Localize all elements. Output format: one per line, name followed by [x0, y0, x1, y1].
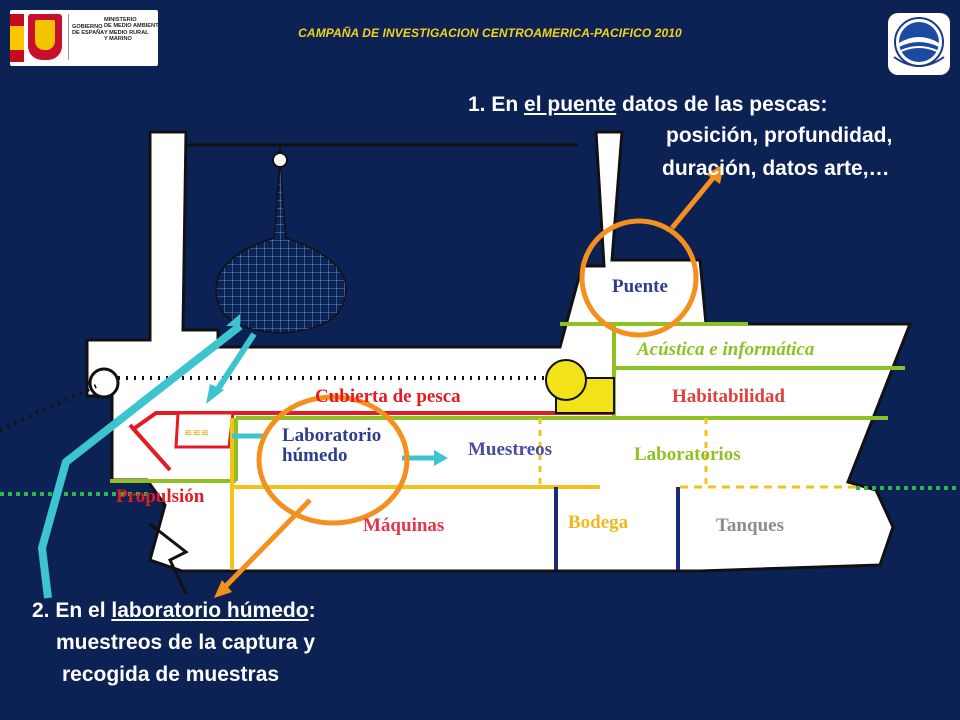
note-2-line-2: muestreos de la captura y [56, 631, 316, 654]
catch-path-arrow [38, 322, 243, 599]
rudder [149, 522, 189, 595]
coat-of-arms-inner-icon [35, 20, 55, 50]
fishing-deck-line [130, 411, 614, 432]
spain-flag-icon [10, 14, 24, 62]
lab-to-sampling-arrowhead [434, 450, 448, 466]
label-tanques: Tanques [716, 515, 784, 536]
label-muestreos: Muestreos [468, 439, 553, 460]
note-1-line-3: duración, datos arte,… [662, 157, 890, 180]
net-to-deck-arrow [213, 332, 257, 394]
wet-lab-note-arrow [220, 498, 312, 592]
note-1-underlined: el puente [524, 93, 617, 116]
ieo-logo [888, 13, 950, 75]
fish-hopper [174, 411, 235, 449]
label-laboratorio-humedo: Laboratorio húmedo [282, 425, 382, 466]
wet-lab-note-arrowhead [214, 580, 232, 598]
note-2-line-3: recogida de muestras [62, 663, 280, 686]
label-puente: Puente [612, 276, 668, 297]
net-to-deck-arrowhead [206, 384, 224, 404]
note-2-line-1: 2. En el laboratorio húmedo: [32, 598, 316, 624]
logo-government-text: GOBIERNO DE ESPAÑA [72, 24, 105, 37]
fish-symbols: ≋≋≋ [184, 428, 209, 439]
bridge-highlight-circle [579, 218, 699, 338]
net-pulley [272, 152, 288, 168]
stern-ramp-line [128, 423, 172, 472]
label-maquinas: Máquinas [363, 515, 445, 536]
trawl-warp-line-stern [0, 384, 97, 432]
label-cubierta: Cubierta de pesca [315, 386, 461, 407]
ieo-emblem-icon [893, 17, 945, 67]
note-2-rest: : [308, 599, 316, 622]
bridge-note-arrow [670, 170, 720, 230]
ship-hull [85, 130, 913, 573]
bridge-note-arrowhead [706, 164, 724, 184]
label-bodega: Bodega [568, 512, 629, 533]
fishing-net [215, 159, 347, 334]
note-1-rest: datos de las pescas: [616, 93, 828, 116]
label-habitabilidad: Habitabilidad [672, 386, 785, 407]
logo-ministry-text: MINISTERIO DE MEDIO AMBIENTE Y MEDIO RUR… [104, 17, 163, 43]
label-acustica: Acústica e informática [637, 339, 815, 360]
label-laboratorios: Laboratorios [634, 444, 741, 465]
stern-roller [88, 367, 120, 399]
wet-lab-highlight-circle [256, 394, 410, 526]
note-2-underlined: laboratorio húmedo [111, 599, 309, 622]
note-1-line-1: 1. En el puente datos de las pescas: [468, 92, 827, 118]
note-1-line-2: posición, profundidad, [666, 124, 893, 147]
logo-divider [68, 14, 69, 60]
note-1-prefix: 1. En [468, 93, 525, 116]
label-propulsion: Propulsión [116, 486, 205, 507]
page-title: CAMPAÑA DE INVESTIGACION CENTROAMERICA-P… [298, 26, 682, 40]
winch-drum [545, 359, 587, 401]
catch-path-arrowhead [226, 314, 240, 326]
note-2-prefix: 2. En el [32, 599, 112, 622]
